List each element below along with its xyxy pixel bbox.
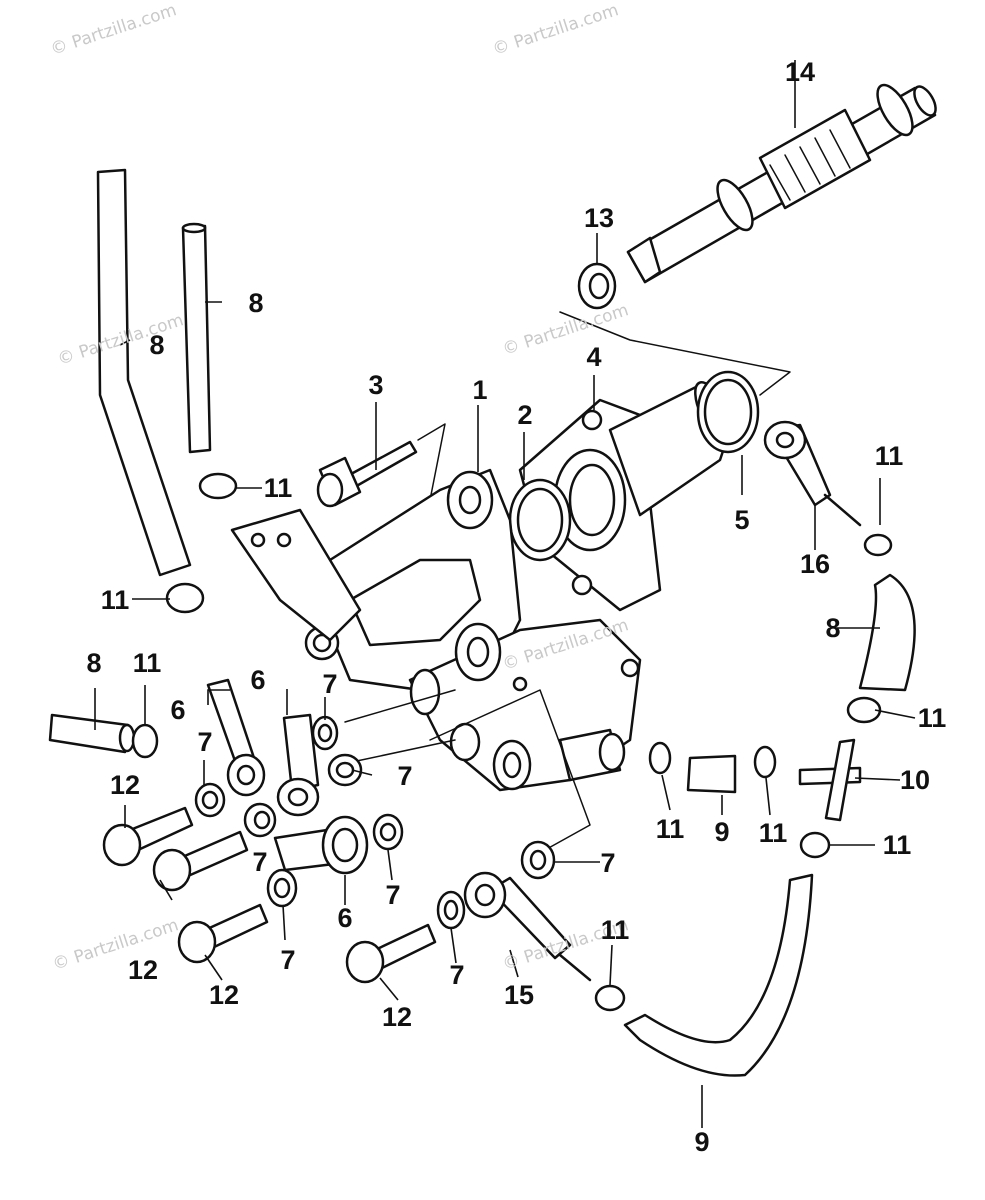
t-joint-part-10 [798, 738, 862, 822]
callout-part-4: 4 [586, 342, 602, 372]
callout-part-2: 2 [517, 400, 533, 430]
callout-part-11: 11 [263, 473, 293, 503]
callout-part-11: 11 [758, 818, 788, 848]
callout-part-7: 7 [385, 880, 401, 910]
callout-part-11: 11 [882, 830, 912, 860]
callout-part-7: 7 [252, 847, 268, 877]
clip-part-11-i [594, 984, 626, 1012]
callout-part-14: 14 [784, 57, 816, 87]
callout-part-7: 7 [449, 960, 465, 990]
callout-part-7: 7 [197, 727, 213, 757]
callout-part-7: 7 [280, 945, 296, 975]
banjo-part-6-b [276, 713, 320, 817]
callout-part-7: 7 [322, 669, 338, 699]
o-ring-part-5 [696, 370, 760, 454]
callout-part-11: 11 [132, 648, 162, 678]
callout-part-3: 3 [368, 370, 384, 400]
callout-part-8: 8 [86, 648, 102, 678]
clip-part-11-b [165, 582, 205, 614]
bracket-plate [230, 508, 362, 642]
hose-part-8-left-short [181, 222, 212, 454]
bolt-part-12-b [152, 830, 249, 892]
washer-part-13 [577, 262, 617, 310]
callout-part-12: 12 [127, 955, 159, 985]
hose-part-8-right [858, 573, 916, 692]
hose-part-9-short [686, 754, 737, 794]
bolt-part-12-c [177, 903, 269, 964]
callout-part-9: 9 [694, 1127, 710, 1157]
banjo-part-6-c [273, 815, 369, 875]
callout-part-1: 1 [472, 375, 488, 405]
callout-part-16: 16 [799, 549, 831, 579]
callout-part-9: 9 [714, 817, 730, 847]
callout-part-8: 8 [825, 613, 841, 643]
callout-part-11: 11 [874, 441, 904, 471]
clip-part-11-g [846, 696, 882, 724]
pump-manifold [408, 618, 642, 792]
callout-part-5: 5 [734, 505, 750, 535]
callout-part-12: 12 [109, 770, 141, 800]
guide-line [429, 689, 591, 851]
clip-part-11-d [648, 741, 672, 775]
washer-part-7-c [194, 782, 226, 818]
callout-part-12: 12 [381, 1002, 413, 1032]
bolt-part-3 [316, 440, 418, 508]
callout-part-11: 11 [655, 814, 685, 844]
banjo-fitting-part-15 [463, 871, 592, 982]
washer-part-7-g [520, 840, 556, 880]
washer-part-7-b [327, 753, 363, 787]
callout-part-6: 6 [250, 665, 266, 695]
washer-part-7-a [311, 715, 339, 751]
callout-part-8: 8 [149, 330, 165, 360]
callout-part-12: 12 [208, 980, 240, 1010]
guide-line [559, 311, 791, 396]
callout-part-7: 7 [600, 848, 616, 878]
washer-part-7-h [436, 890, 466, 930]
hose-part-8-left-long [96, 168, 192, 577]
banjo-fitting-part-16 [763, 420, 862, 527]
callout-part-15: 15 [503, 980, 535, 1010]
callout-part-6: 6 [170, 695, 186, 725]
clip-part-11-e [753, 745, 777, 779]
guide-line [344, 689, 456, 763]
callout-part-13: 13 [583, 203, 615, 233]
hose-part-8-lower-left [48, 713, 136, 754]
bolt-part-12-d [345, 923, 437, 984]
clip-part-11-h [799, 831, 831, 859]
guide-line [417, 423, 446, 501]
washer-part-7-e [372, 813, 404, 851]
banjo-part-6-a [206, 678, 266, 797]
washer-part-7-d [243, 802, 277, 838]
callout-part-11: 11 [100, 585, 130, 615]
drive-shaft-part-14 [626, 83, 937, 284]
leader-lines [94, 60, 916, 1128]
callout-part-11: 11 [600, 915, 630, 945]
bolt-part-12-a [102, 806, 194, 867]
hose-part-9-long [623, 873, 814, 1077]
clip-part-11-f [863, 533, 893, 557]
callout-part-11: 11 [917, 703, 947, 733]
clip-part-11-c [131, 723, 159, 759]
callout-part-10: 10 [899, 765, 931, 795]
clip-part-11-a [198, 472, 238, 500]
callout-part-8: 8 [248, 288, 264, 318]
washer-part-7-f [266, 868, 298, 908]
callout-part-6: 6 [337, 903, 353, 933]
callout-part-7: 7 [397, 761, 413, 791]
o-ring-part-2 [508, 478, 572, 562]
